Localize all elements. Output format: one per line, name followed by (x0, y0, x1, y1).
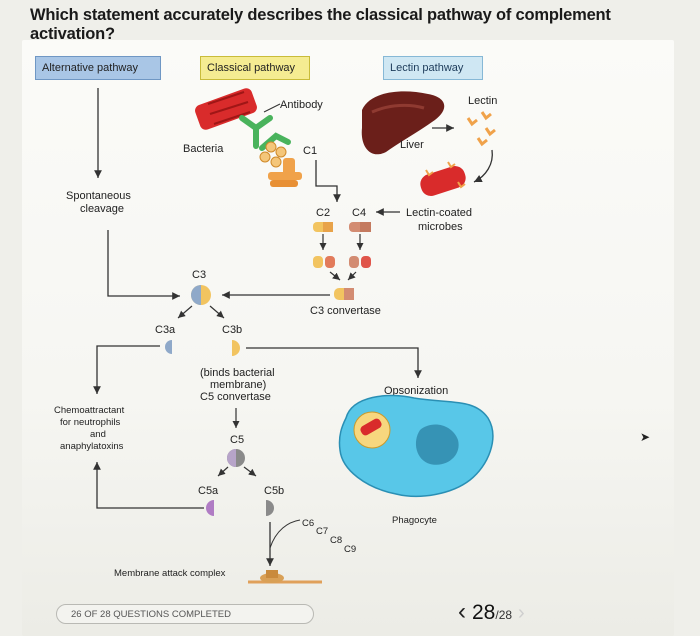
c3b-molecule-icon (232, 340, 240, 356)
c2-molecule-icon (313, 222, 333, 232)
total-pages: /28 (495, 608, 513, 622)
phagocyte-label: Phagocyte (392, 515, 437, 526)
c1-complex-icon (259, 141, 302, 187)
bacteria-icon (195, 88, 257, 130)
c5a-label: C5a (198, 485, 219, 497)
chemo-label-2: for neutrophils (60, 417, 120, 428)
lectin-molecules-icon (466, 111, 496, 147)
progress-indicator: 26 OF 28 QUESTIONS COMPLETED (56, 604, 314, 624)
chemo-label-1: Chemoattractant (54, 405, 125, 416)
c3-convertase-label: C3 convertase (310, 305, 381, 317)
c7-label: C7 (316, 526, 328, 537)
pager: ‹ 28/28 › (458, 598, 525, 626)
c3a-to-chemo-arrow (93, 345, 160, 394)
chemo-label-4: anaphylatoxins (60, 441, 124, 452)
mouse-cursor-icon: ➤ (640, 430, 651, 444)
bacteria-label: Bacteria (183, 143, 224, 155)
frag-left-arrow (329, 271, 341, 281)
pathway-alternative: Alternative pathway (35, 56, 161, 80)
c1-to-c2c4-arrow (315, 160, 341, 202)
liver-icon (361, 91, 445, 155)
c3b-label: C3b (222, 324, 242, 336)
antibody-icon (239, 115, 291, 151)
c5a-molecule-icon (206, 500, 214, 516)
alt-to-c3-arrow (107, 230, 180, 300)
antibody-pointer (263, 103, 281, 113)
opsonization-label: Opsonization (384, 385, 448, 397)
lectin-to-microbe-arrow (473, 149, 493, 183)
c6-c9-join-curve (269, 519, 301, 549)
question-text: Which statement accurately describes the… (30, 6, 611, 43)
c3a-molecule-icon (165, 340, 172, 354)
c5b-label: C5b (264, 485, 284, 497)
next-page-button[interactable]: › (518, 602, 525, 624)
liver-label: Liver (400, 139, 424, 151)
c3a-label: C3a (155, 324, 176, 336)
c4-label: C4 (352, 207, 366, 219)
c5-to-c5a-arrow (217, 466, 229, 477)
frag-right-arrow (347, 271, 357, 281)
pathway-classical: Classical pathway (200, 56, 310, 80)
c3-to-c3b-arrow (209, 305, 225, 319)
c4-molecule-icon (349, 222, 371, 232)
c3-label: C3 (192, 269, 206, 281)
spontaneous-label-1: Spontaneous (66, 190, 131, 202)
c3-molecule-icon (191, 285, 211, 305)
c5b-molecule-icon (266, 500, 274, 516)
chemo-label-3: and (90, 429, 106, 440)
c1-label: C1 (303, 145, 317, 157)
c6-label: C6 (302, 518, 314, 529)
current-page: 28 (472, 601, 496, 624)
antibody-label: Antibody (280, 99, 323, 111)
c2-label: C2 (316, 207, 330, 219)
membrane-attack-complex-icon (248, 570, 322, 584)
cleaved-fragments-icon (313, 256, 371, 268)
pathway-lectin: Lectin pathway (383, 56, 483, 80)
c3b-to-opsonization-arrow (246, 347, 422, 378)
binds-label-2: membrane) (210, 379, 266, 391)
lectin-coated-microbe-icon (420, 161, 466, 196)
binds-label-1: (binds bacterial (200, 367, 275, 379)
diagram-card (22, 40, 674, 636)
c5-label: C5 (230, 434, 244, 446)
phagocyte-icon (338, 394, 494, 498)
mac-label: Membrane attack complex (114, 568, 226, 579)
c9-label: C9 (344, 544, 356, 555)
spontaneous-label-2: cleavage (80, 203, 124, 215)
c5a-to-chemo-arrow (93, 462, 204, 509)
prev-page-button[interactable]: ‹ (458, 598, 466, 625)
c3-convertase-icon (334, 288, 354, 300)
lectin-label: Lectin (468, 95, 497, 107)
c8-label: C8 (330, 535, 342, 546)
c5-to-c5b-arrow (243, 466, 257, 477)
lectin-coated-label-2: microbes (418, 221, 463, 233)
c5-convertase-label: C5 convertase (200, 391, 271, 403)
lectin-coated-label-1: Lectin-coated (406, 207, 472, 219)
c3-to-c3a-arrow (177, 305, 193, 319)
c5-molecule-icon (227, 449, 245, 467)
